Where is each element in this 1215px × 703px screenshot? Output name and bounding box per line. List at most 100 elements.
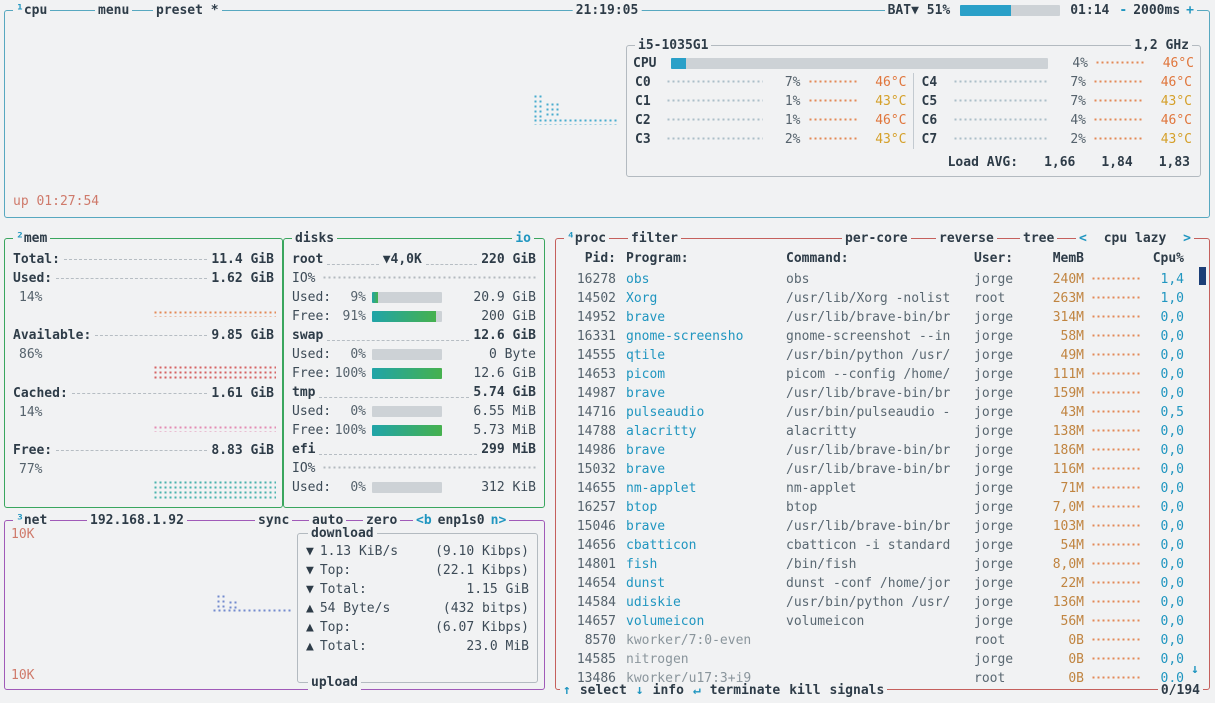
up-arrow-icon[interactable]: ↑ xyxy=(563,683,571,698)
process-cpu: 0,0 xyxy=(1160,538,1184,553)
mem-box-title[interactable]: ²mem xyxy=(13,230,51,247)
iface-prev-button[interactable]: <b xyxy=(416,513,432,528)
direction-arrow-icon: ▲ xyxy=(306,639,314,654)
process-user: jorge xyxy=(974,348,1014,363)
menu-button[interactable]: menu xyxy=(95,2,133,19)
disk-free-meter xyxy=(372,425,442,436)
core-row: C6 4% 46°C xyxy=(920,111,1195,130)
process-row[interactable]: 14655 nm-applet nm-applet jorge 71M 0,0 xyxy=(558,479,1199,498)
net-sync-toggle[interactable]: sync xyxy=(255,512,293,529)
disks-box-title: disks xyxy=(292,230,338,247)
info-button[interactable]: info xyxy=(652,683,684,698)
kill-button[interactable]: kill xyxy=(789,683,821,698)
down-arrow-icon[interactable]: ↓ xyxy=(635,683,644,698)
process-row[interactable]: 14502 Xorg /usr/lib/Xorg -nolist root 26… xyxy=(558,289,1199,308)
scroll-down-icon[interactable]: ↓ xyxy=(1191,662,1199,677)
refresh-plus-button[interactable]: + xyxy=(1186,3,1194,18)
process-row[interactable]: 14716 pulseaudio /usr/bin/pulseaudio - j… xyxy=(558,403,1199,422)
cpu-box-title[interactable]: ¹cpu xyxy=(13,2,51,19)
process-mem: 54M xyxy=(1060,538,1084,553)
select-button[interactable]: select xyxy=(579,683,627,698)
net-stat-value: (22.1 Kibps) xyxy=(435,563,529,578)
filter-button[interactable]: filter xyxy=(628,230,681,247)
reverse-toggle[interactable]: reverse xyxy=(936,230,997,247)
iface-next-button[interactable]: n> xyxy=(490,513,507,528)
disk-free-row: Free:100% 12.6 GiB xyxy=(292,366,536,381)
disks-io-toggle[interactable]: io xyxy=(512,230,534,247)
refresh-interval: 2000ms xyxy=(1133,3,1181,18)
refresh-minus-button[interactable]: - xyxy=(1119,3,1128,18)
process-cpu-graph xyxy=(1092,277,1142,282)
sort-prev-button[interactable]: < xyxy=(1079,231,1087,246)
process-row[interactable]: 14952 brave /usr/lib/brave-bin/br jorge … xyxy=(558,308,1199,327)
net-box-title[interactable]: ³net xyxy=(13,512,51,529)
process-cpu-graph xyxy=(1092,391,1142,396)
process-row[interactable]: 8570 kworker/7:0-even root 0B 0,0 xyxy=(558,631,1199,650)
process-row[interactable]: 14654 dunst dunst -conf /home/jor jorge … xyxy=(558,574,1199,593)
tree-toggle[interactable]: tree xyxy=(1020,230,1058,247)
process-row[interactable]: 14585 nitrogen jorge 0B 0,0 xyxy=(558,650,1199,669)
spacer xyxy=(357,561,429,580)
net-stat-label: Top: xyxy=(319,620,352,635)
process-cpu-graph xyxy=(1092,486,1142,491)
process-program: gnome-screensho xyxy=(626,329,744,344)
preset-button[interactable]: preset * xyxy=(153,2,222,19)
core-temp-graph xyxy=(808,80,859,85)
process-cpu-graph xyxy=(1092,619,1142,624)
process-row[interactable]: 14656 cbatticon cbatticon -i standard jo… xyxy=(558,536,1199,555)
core-temp: 46°C xyxy=(1160,75,1192,90)
cpu-core-panel: i5-1035G1 1,2 GHz CPU 4% 46°C C0 7% xyxy=(626,37,1201,177)
process-row[interactable]: 14987 brave /usr/lib/brave-bin/br jorge … xyxy=(558,384,1199,403)
process-row[interactable]: 15032 brave /usr/lib/brave-bin/br jorge … xyxy=(558,460,1199,479)
process-count: 0/194 xyxy=(1157,682,1203,699)
net-zero-toggle[interactable]: zero xyxy=(363,512,401,529)
disk-io-row: IO% xyxy=(292,459,536,478)
process-row[interactable]: 14584 udiskie /usr/bin/python /usr/ jorg… xyxy=(558,593,1199,612)
process-pid: 14986 xyxy=(576,443,616,458)
proc-box-title[interactable]: ⁴proc xyxy=(564,230,610,247)
process-cpu: 0,0 xyxy=(1160,424,1184,439)
core-temp: 46°C xyxy=(875,113,907,128)
core-temp: 46°C xyxy=(875,75,907,90)
process-row[interactable]: 16331 gnome-screensho gnome-screenshot -… xyxy=(558,327,1199,346)
process-row[interactable]: 16257 btop btop jorge 7,0M 0,0 xyxy=(558,498,1199,517)
sort-next-button[interactable]: > xyxy=(1183,231,1191,246)
process-program: pulseaudio xyxy=(626,405,705,420)
core-columns: C0 7% 46°C C1 1% 43°C xyxy=(633,73,1194,149)
process-row[interactable]: 14788 alacritty alacritty jorge 138M 0,0 xyxy=(558,422,1199,441)
process-pid: 14656 xyxy=(576,538,616,553)
proc-table-header: Pid: Program: Command: User: MemB Cpu% xyxy=(584,251,1184,266)
process-pid: 14585 xyxy=(576,652,616,667)
process-row[interactable]: 14653 picom picom --config /home/ jorge … xyxy=(558,365,1199,384)
mem-used-row: Used:1.62 GiB xyxy=(13,271,274,286)
process-cpu: 0,0 xyxy=(1160,557,1184,572)
terminate-button[interactable]: terminate xyxy=(709,683,781,698)
process-mem: 138M xyxy=(1052,424,1084,439)
proc-scrollbar-thumb[interactable] xyxy=(1199,267,1206,285)
net-stat-value: (432 bitps) xyxy=(442,601,529,616)
process-row[interactable]: 14801 fish /bin/fish jorge 8,0M 0,0 xyxy=(558,555,1199,574)
process-row[interactable]: 14555 qtile /usr/bin/python /usr/ jorge … xyxy=(558,346,1199,365)
core-temp-graph xyxy=(808,137,859,142)
spacer xyxy=(396,599,437,618)
process-cpu-graph xyxy=(1092,315,1142,320)
process-row[interactable]: 14657 volumeicon volumeicon jorge 56M 0,… xyxy=(558,612,1199,631)
per-core-toggle[interactable]: per-core xyxy=(842,230,911,247)
net-auto-toggle[interactable]: auto xyxy=(309,512,347,529)
process-cpu: 0,0 xyxy=(1160,462,1184,477)
battery-status: BAT▼ 51% 01:14 - 2000ms + xyxy=(884,2,1197,19)
process-row[interactable]: 16278 obs obs jorge 240M 1,4 xyxy=(558,270,1199,289)
disk-free-meter xyxy=(372,368,442,379)
process-row[interactable]: 14986 brave /usr/lib/brave-bin/br jorge … xyxy=(558,441,1199,460)
spacer xyxy=(373,637,461,656)
net-interface-switcher[interactable]: <b enp1s0 n> xyxy=(413,512,510,529)
upload-label: upload xyxy=(308,674,361,691)
process-row[interactable]: 15046 brave /usr/lib/brave-bin/br jorge … xyxy=(558,517,1199,536)
direction-arrow-icon: ▲ xyxy=(306,620,314,635)
leader-line xyxy=(319,453,478,455)
process-pid: 8570 xyxy=(584,633,616,648)
signals-button[interactable]: signals xyxy=(829,683,885,698)
core-percent: 7% xyxy=(1070,94,1086,109)
process-command: /usr/bin/python /usr/ xyxy=(786,595,951,610)
process-mem: 314M xyxy=(1052,310,1084,325)
